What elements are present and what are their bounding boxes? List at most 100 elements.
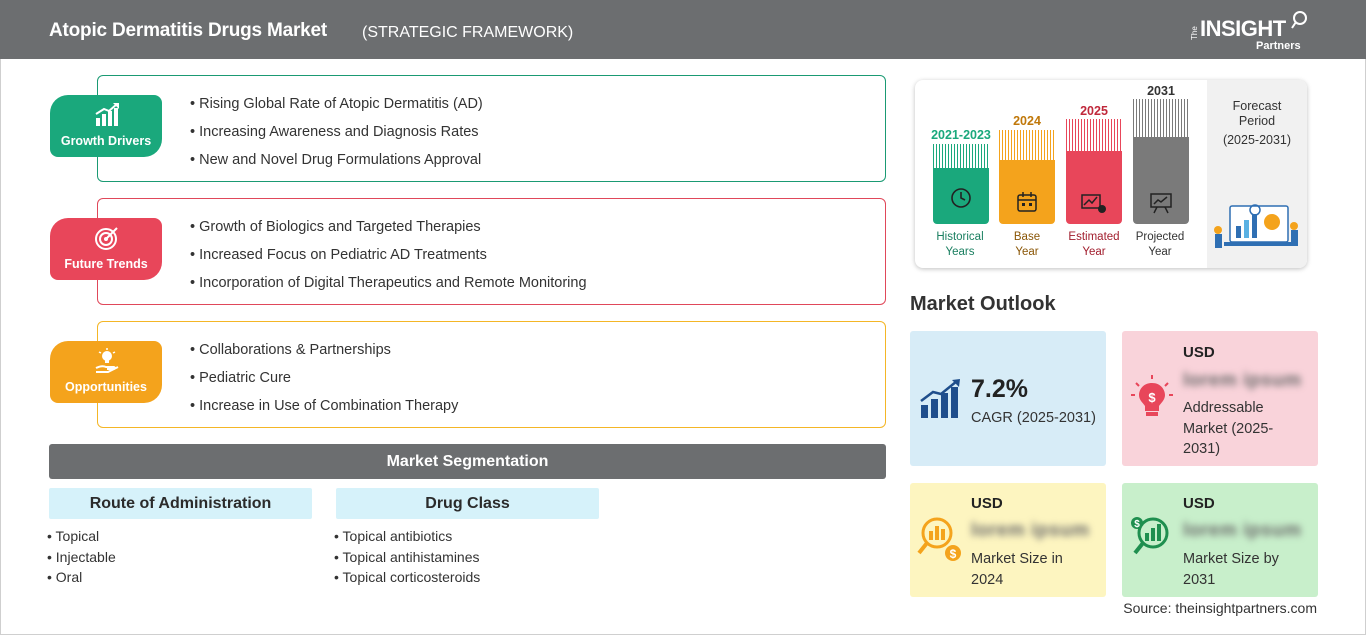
caption-line: Year xyxy=(1082,246,1106,258)
projected-column-body xyxy=(1133,137,1189,224)
page-subtitle: (STRATEGIC FRAMEWORK) xyxy=(362,24,574,41)
target-icon xyxy=(95,227,118,250)
market-segmentation-bar: Market Segmentation xyxy=(49,444,886,479)
svg-text:$: $ xyxy=(950,547,957,561)
label-line: 2024 xyxy=(971,571,1004,588)
list-item: Topical xyxy=(47,526,116,547)
list-item: Oral xyxy=(47,567,116,588)
market-size-2024-card: USD lorem ipsum $ Market Size in 2024 xyxy=(910,483,1106,597)
opportunities-badge: Opportunities xyxy=(50,341,162,403)
market-size-2031-card: USD lorem ipsum $ Market Size by 2031 xyxy=(1122,483,1318,597)
base-column-hatch xyxy=(999,130,1055,160)
opportunities-list: Collaborations & Partnerships Pediatric … xyxy=(190,340,458,424)
future-trends-badge: Future Trends xyxy=(50,218,162,280)
caption-line: Projected xyxy=(1135,231,1185,243)
list-item: Topical corticosteroids xyxy=(334,567,481,588)
lightbulb-dollar-icon: $ xyxy=(1131,375,1173,416)
addressable-usd: USD xyxy=(1183,344,1215,361)
forecast-title-line: Forecast xyxy=(1232,99,1282,113)
label-line: 2031 xyxy=(1183,571,1216,588)
future-trends-label: Future Trends xyxy=(64,257,148,271)
estimate-chart-icon xyxy=(1081,194,1106,213)
opportunities-box: Collaborations & Partnerships Pediatric … xyxy=(97,321,886,428)
page-title: Atopic Dermatitis Drugs Market xyxy=(49,20,328,41)
growth-bars-icon xyxy=(920,379,960,418)
size-2031-label: Market Size by 2031 xyxy=(1183,549,1279,590)
header-bar: Atopic Dermatitis Drugs Market (STRATEGI… xyxy=(0,0,1366,59)
magnifier-growth-dollar-icon: $ xyxy=(1131,517,1169,555)
base-column xyxy=(999,130,1055,224)
label-line: Market (2025- xyxy=(1183,420,1274,437)
route-of-administration-header: Route of Administration xyxy=(49,488,312,519)
growth-drivers-badge: Growth Drivers xyxy=(50,95,162,157)
source-text: Source: theinsightpartners.com xyxy=(1123,600,1317,616)
growth-drivers-label: Growth Drivers xyxy=(60,134,152,148)
forecast-title-line: Period xyxy=(1238,114,1276,128)
growth-chart-icon xyxy=(95,103,119,126)
drug-class-list: Topical antibiotics Topical antihistamin… xyxy=(334,526,481,588)
list-item: Growth of Biologics and Targeted Therapi… xyxy=(190,217,587,245)
list-item: New and Novel Drug Formulations Approval xyxy=(190,150,483,178)
size-2024-usd: USD xyxy=(971,495,1003,512)
route-of-administration-list: Topical Injectable Oral xyxy=(47,526,116,588)
size-2031-usd: USD xyxy=(1183,495,1215,512)
historical-years-label: 2021-2023 xyxy=(931,128,991,142)
label-line: 2031) xyxy=(1183,441,1221,457)
cagr-value: 7.2% xyxy=(971,375,1028,403)
lightbulb-hand-icon xyxy=(95,348,119,373)
addressable-market-card: USD lorem ipsum $ Addressable Market (20… xyxy=(1122,331,1318,466)
logo-the-text: The xyxy=(1190,26,1199,40)
historical-column xyxy=(933,144,989,224)
forecast-title: Forecast Period xyxy=(1207,99,1307,129)
market-outlook-title: Market Outlook xyxy=(910,293,1056,315)
list-item: Collaborations & Partnerships xyxy=(190,340,458,368)
addressable-label: Addressable Market (2025- 2031) xyxy=(1183,398,1273,460)
logo-insight-text: INSIGHT xyxy=(1200,16,1286,41)
logo-magnifier-icon xyxy=(1291,11,1307,29)
growth-drivers-list: Rising Global Rate of Atopic Dermatitis … xyxy=(190,94,483,178)
caption-line: Historical xyxy=(936,231,984,243)
estimated-column xyxy=(1066,119,1122,224)
list-item: Increasing Awareness and Diagnosis Rates xyxy=(190,122,483,150)
list-item: Incorporation of Digital Therapeutics an… xyxy=(190,273,586,301)
list-item: Pediatric Cure xyxy=(190,368,458,396)
label-line: Market Size by xyxy=(1183,551,1279,567)
size-2024-value: lorem ipsum xyxy=(971,520,1090,541)
history-clock-icon xyxy=(951,188,971,208)
calendar-icon xyxy=(1017,192,1037,212)
label-line: Addressable xyxy=(1183,400,1264,416)
list-item: Topical antibiotics xyxy=(334,526,480,547)
analytics-illustration-icon xyxy=(1214,204,1298,248)
estimated-column-body xyxy=(1066,151,1122,224)
caption-line: Year xyxy=(1015,246,1039,258)
insight-partners-logo[interactable]: The INSIGHT Partners xyxy=(1190,10,1320,54)
projected-column xyxy=(1133,99,1189,224)
caption-line: Base xyxy=(1013,231,1041,243)
svg-text:$: $ xyxy=(1148,390,1156,405)
logo-partners-text: Partners xyxy=(1256,40,1301,52)
base-caption: Base Year xyxy=(987,230,1067,260)
opportunities-label: Opportunities xyxy=(65,380,147,394)
base-year-label: 2024 xyxy=(1013,114,1041,128)
list-item: Rising Global Rate of Atopic Dermatitis … xyxy=(190,94,483,122)
projected-year-label: 2031 xyxy=(1147,84,1175,98)
list-item: Increased Focus on Pediatric AD Treatmen… xyxy=(190,245,587,273)
caption-line: Years xyxy=(945,246,975,258)
cagr-label: CAGR (2025-2031) xyxy=(971,410,1096,426)
list-item: Injectable xyxy=(47,547,116,568)
size-2031-value: lorem ipsum xyxy=(1183,520,1302,541)
svg-text:$: $ xyxy=(1134,519,1140,530)
estimated-column-hatch xyxy=(1066,119,1122,151)
label-line: Market Size in xyxy=(971,551,1063,567)
historical-caption: Historical Years xyxy=(920,230,1000,260)
list-item: Increase in Use of Combination Therapy xyxy=(190,396,458,424)
forecast-period: (2025-2031) xyxy=(1222,133,1292,147)
base-column-body xyxy=(999,160,1055,224)
cagr-card: 7.2% CAGR (2025-2031) xyxy=(910,331,1106,466)
estimated-caption: Estimated Year xyxy=(1054,230,1134,260)
projected-column-hatch xyxy=(1133,99,1189,137)
caption-line: Estimated xyxy=(1068,231,1120,243)
magnifier-chart-dollar-icon: $ xyxy=(917,517,961,561)
addressable-value: lorem ipsum xyxy=(1183,370,1302,391)
future-trends-box: Growth of Biologics and Targeted Therapi… xyxy=(97,198,886,305)
